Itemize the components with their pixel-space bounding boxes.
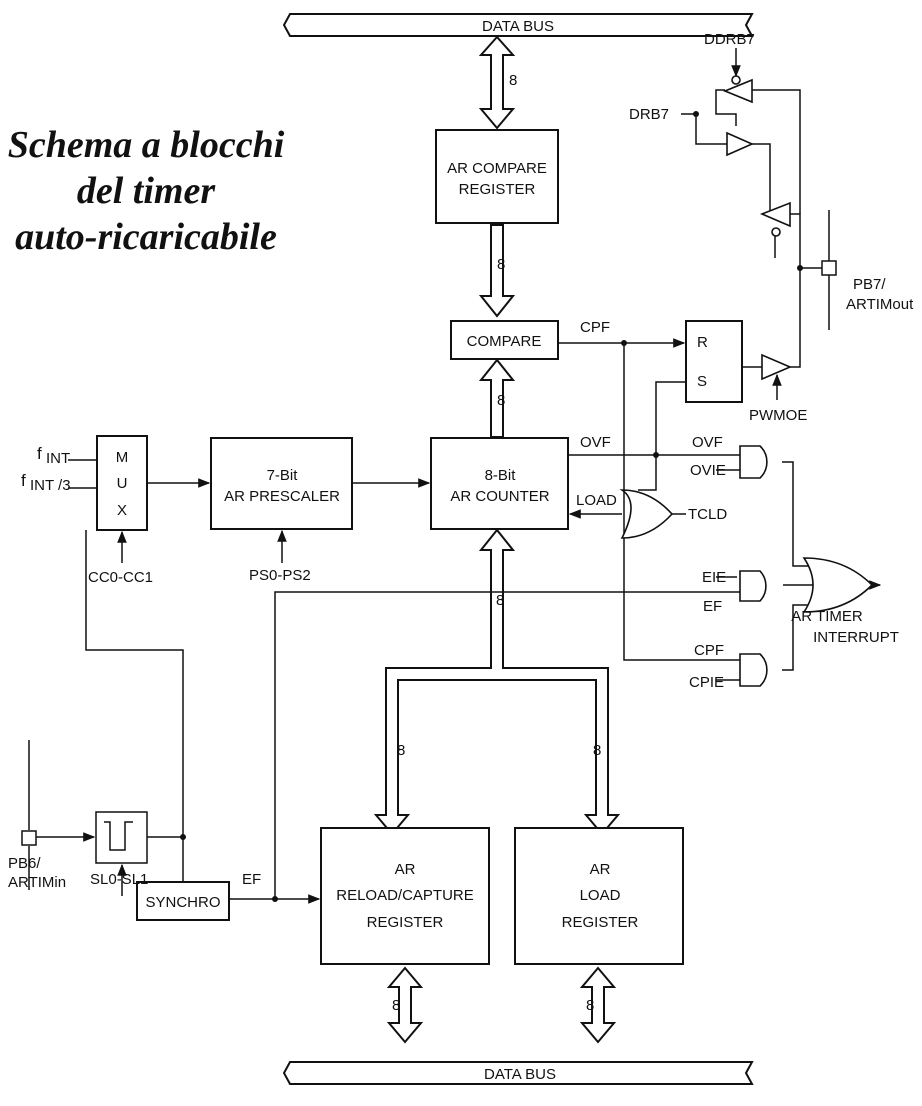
bus-arrow-counter-compare: 8	[478, 358, 516, 438]
bus-arrow-counter-registers: 8 8 8	[373, 528, 621, 836]
load-or-gate	[619, 489, 674, 539]
bus-width-label: 8	[593, 742, 601, 759]
ovf-gate-label: OVF	[692, 434, 723, 451]
mux-letter-u: U	[117, 475, 128, 492]
ar-prescaler-block: 7-Bit AR PRESCALER	[210, 437, 353, 530]
reload-capture-line2: RELOAD/CAPTURE	[336, 887, 474, 904]
load-register-line1: AR	[590, 861, 611, 878]
mux-block: M U X	[96, 435, 148, 531]
ovie-label: OVIE	[690, 462, 726, 479]
bus-width-label: 8	[586, 997, 594, 1014]
ar-compare-register-block: AR COMPARE REGISTER	[435, 129, 559, 224]
input-buffer	[722, 78, 753, 104]
f-int3-subscript: INT /3	[30, 477, 71, 494]
ar-counter-block: 8-Bit AR COUNTER	[430, 437, 569, 530]
cpie-label: CPIE	[689, 674, 724, 691]
bus-width-label: 8	[497, 392, 505, 409]
gates	[619, 75, 874, 687]
mux-letter-m: M	[116, 449, 129, 466]
drb7-label: DRB7	[629, 106, 669, 123]
ef-gate-label: EF	[703, 598, 722, 615]
bus-arrow-reload-bottom: 8	[386, 966, 424, 1044]
ar-timer-interrupt-line1: AR TIMER	[791, 608, 863, 625]
title-line-2: del timer	[77, 170, 216, 212]
ar-counter-line2: AR COUNTER	[450, 488, 549, 505]
reload-capture-line3: REGISTER	[367, 914, 444, 931]
ar-prescaler-line1: 7-Bit	[267, 467, 299, 484]
tcld-label: TCLD	[688, 506, 727, 523]
pb6-label-line2: ARTIMin	[8, 874, 66, 891]
load-label: LOAD	[576, 492, 617, 509]
eie-label: EIE	[702, 569, 726, 586]
bottom-data-bus-label: DATA BUS	[484, 1066, 556, 1083]
interrupt-or-gate	[802, 557, 874, 613]
synchro-block: SYNCHRO	[136, 881, 230, 921]
bottom-data-bus: DATA BUS	[282, 1061, 754, 1085]
sl-label: SL0-SL1	[90, 871, 148, 888]
cpf-and-gate	[739, 653, 768, 687]
pb7-label-line1: PB7/	[853, 276, 886, 293]
pwm-buffer	[761, 353, 793, 381]
title-line-1: Schema a blocchi	[8, 124, 285, 166]
bus-arrow-compare-register-compare: 8	[478, 224, 516, 318]
ps-label: PS0-PS2	[249, 567, 311, 584]
rs-flipflop-block: R S	[685, 320, 743, 403]
pb6-label-line1: PB6/	[8, 855, 41, 872]
cpf-gate-label: CPF	[694, 642, 724, 659]
load-register-line3: REGISTER	[562, 914, 639, 931]
compare-label: COMPARE	[467, 333, 542, 350]
cc-label: CC0-CC1	[88, 569, 153, 586]
cpf-label: CPF	[580, 319, 610, 336]
ef-synchro-label: EF	[242, 871, 261, 888]
mux-letter-x: X	[117, 502, 127, 519]
f-int-subscript: INT	[46, 450, 70, 467]
ar-compare-register-line1: AR COMPARE	[447, 160, 547, 177]
bus-arrow-load-bottom: 8	[579, 966, 617, 1044]
load-register-line2: LOAD	[580, 887, 621, 904]
top-data-bus-label: DATA BUS	[482, 18, 554, 35]
bus-width-label: 8	[392, 997, 400, 1014]
ddrb7-label: DDRB7	[704, 31, 755, 48]
ef-and-gate	[739, 570, 767, 602]
signal-labels: f INT f INT /3 CC0-CC1 PS0-PS2 CPF OVF L…	[8, 31, 914, 891]
synchro-label: SYNCHRO	[145, 894, 220, 911]
ar-prescaler-line2: AR PRESCALER	[224, 488, 340, 505]
bus-width-label: 8	[496, 592, 504, 609]
bus-width-label: 8	[497, 256, 505, 273]
f-int3-label: f	[21, 471, 26, 490]
reload-capture-line1: AR	[395, 861, 416, 878]
f-int-label: f	[37, 444, 42, 463]
rs-flipflop-r: R	[697, 334, 708, 351]
bus-width-label: 8	[397, 742, 405, 759]
tristate-buffer	[759, 201, 791, 228]
rs-flipflop-s: S	[697, 373, 707, 390]
pwmoe-label: PWMOE	[749, 407, 807, 424]
load-register-block: AR LOAD REGISTER	[514, 827, 684, 965]
reload-capture-register-block: AR RELOAD/CAPTURE REGISTER	[320, 827, 490, 965]
title-line-3: auto-ricaricabile	[15, 216, 277, 258]
ar-compare-register-line2: REGISTER	[459, 181, 536, 198]
pb7-label-line2: ARTIMout	[846, 296, 914, 313]
output-buffer	[726, 131, 754, 157]
bus-arrow-top-compare-register: 8	[478, 35, 517, 130]
signal-wires	[21, 48, 882, 904]
bus-width-label: 8	[509, 72, 517, 89]
compare-block: COMPARE	[450, 320, 559, 360]
top-data-bus: DATA BUS	[282, 13, 754, 37]
ar-counter-line1: 8-Bit	[485, 467, 517, 484]
ar-timer-interrupt-line2: INTERRUPT	[813, 629, 899, 646]
diagram-title: Schema a blocchi del timer auto-ricarica…	[8, 124, 285, 258]
ovf-label: OVF	[580, 434, 611, 451]
ovf-and-gate	[739, 445, 768, 479]
